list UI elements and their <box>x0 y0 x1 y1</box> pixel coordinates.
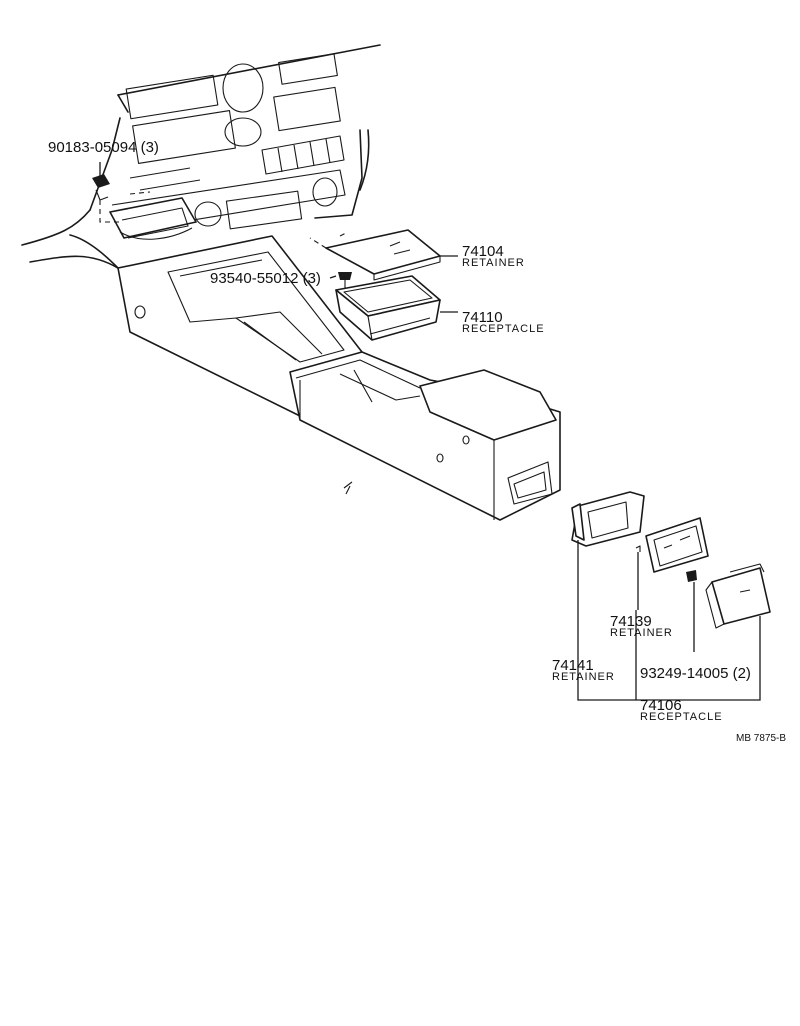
screw-93540-part-number: 93540-55012 (3) <box>210 270 321 287</box>
clip-90183-part-number: 90183-05094 (3) <box>48 139 159 156</box>
retainer-74104-part-number: 74104 <box>462 243 504 260</box>
screw-93249 <box>686 570 697 652</box>
screw-93249-part-number: 93249-14005 (2) <box>640 665 751 682</box>
receptacle-74110-part-number: 74110 <box>462 309 503 326</box>
receptacle-74106-description: RECEPTACLE <box>640 711 723 723</box>
screw-93540 <box>329 272 352 292</box>
retainer-74141-description: RETAINER <box>552 671 615 683</box>
receptacle-74106-bracket <box>577 610 761 701</box>
retainer-74104 <box>309 229 458 281</box>
retainer-74141-part-number: 74141 <box>552 657 594 674</box>
receptacle-74110-description: RECEPTACLE <box>462 323 545 335</box>
retainer-74141 <box>571 491 645 690</box>
receptacle-74106-part-number: 74106 <box>640 697 682 714</box>
receptacle-74110 <box>335 275 458 341</box>
dash-ash-receptacle <box>109 197 197 240</box>
center-console <box>117 235 561 521</box>
retainer-74139 <box>635 517 709 610</box>
retainer-74104-description: RETAINER <box>462 257 525 269</box>
dashboard-panel <box>21 44 381 269</box>
clip-90183 <box>92 162 151 223</box>
receptacle-74106 <box>705 563 771 686</box>
retainer-74139-description: RETAINER <box>610 627 673 639</box>
figure-code: MB 7875-B <box>736 733 786 744</box>
retainer-74139-part-number: 74139 <box>610 613 652 630</box>
